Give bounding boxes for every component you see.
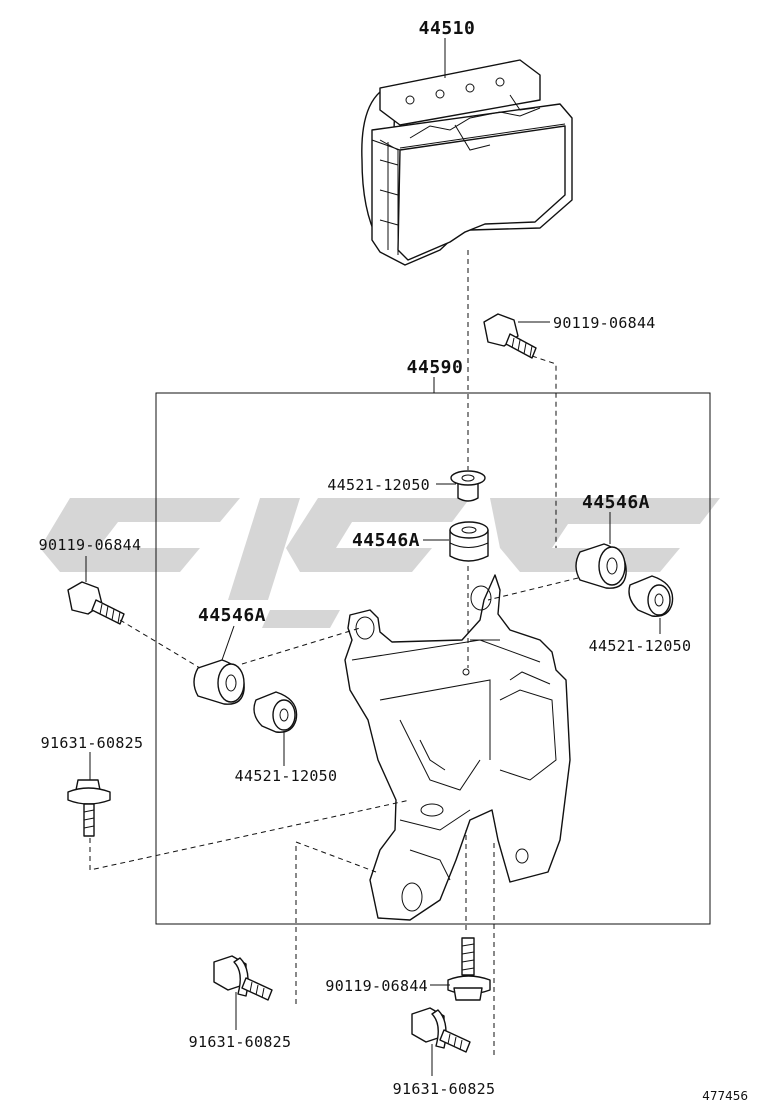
label-flange-bolt-bottom-left: 91631-60825 <box>189 1033 292 1051</box>
label-bolt-top: 90119-06844 <box>553 314 656 332</box>
catalog-number: 477456 <box>702 1089 748 1103</box>
bolt-left <box>67 581 125 625</box>
label-bolt-bottom: 90119-06844 <box>325 977 428 995</box>
label-bracket-assy: 44590 <box>407 357 464 378</box>
flange-bolt-left <box>67 779 111 837</box>
label-cushion-center: 44546A <box>352 530 420 551</box>
label-flange-bolt-left: 91631-60825 <box>41 734 144 752</box>
abs-actuator <box>361 59 573 266</box>
label-cushion-left: 44546A <box>198 605 266 626</box>
label-collar-left: 44521-12050 <box>235 767 338 785</box>
label-bolt-left: 90119-06844 <box>39 536 142 554</box>
label-collar-center: 44521-12050 <box>327 476 430 494</box>
flange-bolt-bottom-right <box>411 1007 471 1053</box>
flange-bolt-bottom-left <box>213 955 273 1001</box>
right-collar-and-cushion <box>575 543 674 617</box>
watermark-logo <box>40 498 720 628</box>
leader-lines <box>85 38 661 1076</box>
assembly-frame <box>155 392 711 925</box>
bolt-bottom <box>447 937 491 1001</box>
bolt-top <box>483 313 537 359</box>
left-collar-and-cushion <box>193 659 298 733</box>
assembly-dashed-lines <box>89 250 579 1055</box>
center-collar-and-cushion <box>449 470 489 562</box>
callout-labels: 44510 44590 90119-06844 44521-12050 4454… <box>39 18 748 1103</box>
label-flange-bolt-bottom-right: 91631-60825 <box>393 1080 496 1098</box>
label-cushion-right: 44546A <box>582 492 650 513</box>
label-actuator: 44510 <box>419 18 476 39</box>
bracket <box>344 574 571 921</box>
label-collar-right: 44521-12050 <box>589 637 692 655</box>
